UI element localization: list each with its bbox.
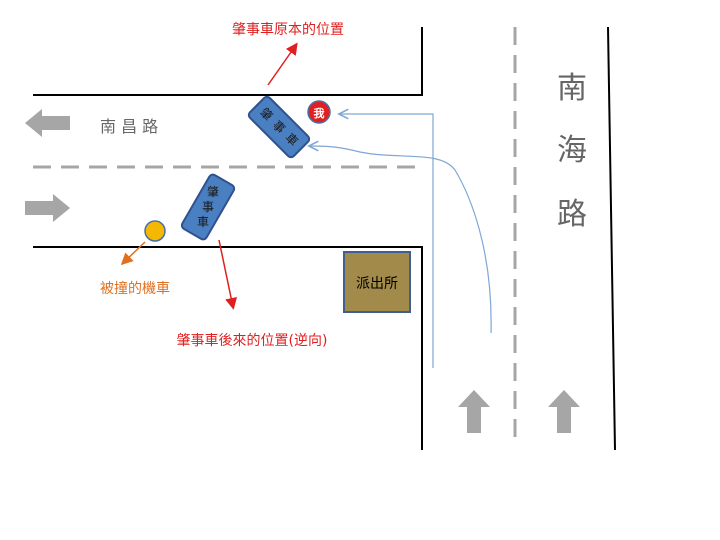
car-original-position: 肇 事 車 <box>247 95 311 159</box>
me-label: 我 <box>314 106 325 120</box>
eastbound-arrow-icon <box>25 194 70 222</box>
car-original-body <box>247 95 311 159</box>
lane-dividers <box>33 27 517 445</box>
nanhai-road-label: 南 海 路 <box>557 71 587 232</box>
my-path-straight <box>340 114 434 368</box>
nanhai-road-char-3: 路 <box>557 197 587 232</box>
nanhai-road-char-2: 海 <box>557 133 587 168</box>
police-station-label: 派出所 <box>356 276 398 292</box>
police-station-box <box>343 251 411 313</box>
road-edges <box>33 26 616 451</box>
nanhai-road-char-1: 南 <box>557 71 587 106</box>
northbound-arrow-icon-right <box>548 390 580 433</box>
car-later-char-1: 肇 <box>207 184 219 199</box>
nanchang-road-bottom-edge <box>33 246 423 450</box>
nanchang-road-top-edge <box>33 27 423 96</box>
nanchang-road-label: 南 昌 路 <box>100 117 158 136</box>
westbound-arrow-icon <box>25 109 70 137</box>
car-later-position: 肇 事 車 <box>180 173 236 241</box>
hit-scooter-marker <box>144 220 166 242</box>
car-later-char-3: 車 <box>197 215 209 229</box>
original-position-arrow <box>267 42 298 86</box>
car-later-body <box>180 173 236 241</box>
nanhai-road-right-edge <box>607 26 616 451</box>
later-position-label: 肇事車後來的位置(逆向) <box>177 332 328 349</box>
me-marker <box>307 100 331 124</box>
original-position-label: 肇事車原本的位置 <box>232 21 344 38</box>
later-position-arrow <box>218 239 238 310</box>
my-path-curved <box>310 146 492 334</box>
direction-arrows <box>25 109 580 433</box>
hit-scooter-arrow <box>120 241 146 266</box>
car-later-char-2: 事 <box>202 200 214 214</box>
northbound-arrow-icon-left <box>458 390 490 433</box>
my-travel-paths <box>310 114 492 368</box>
hit-scooter-label: 被撞的機車 <box>100 280 170 297</box>
